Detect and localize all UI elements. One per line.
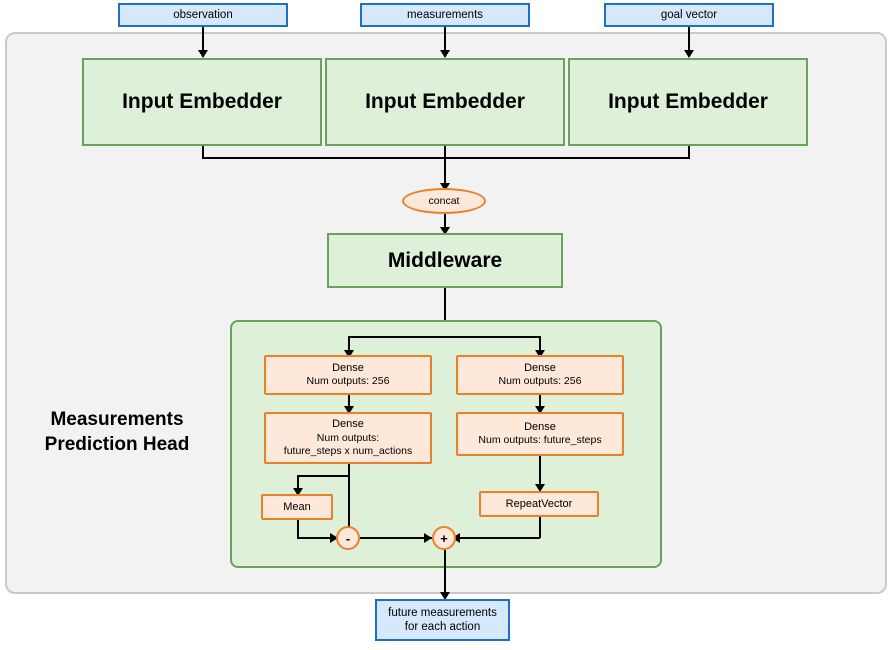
concat-to-middleware bbox=[444, 214, 446, 231]
arrowhead-measurements bbox=[440, 50, 450, 58]
arrowhead-left-dense1 bbox=[344, 350, 354, 358]
head-title: Measurements Prediction Head bbox=[22, 408, 212, 457]
left-dense-actions-title: Dense bbox=[332, 418, 364, 431]
repeat-to-plus bbox=[456, 537, 540, 539]
arrowhead-observation bbox=[198, 50, 208, 58]
left-dense-actions-outputs-value: future_steps x num_actions bbox=[283, 445, 413, 458]
left-dense-actions: Dense Num outputs: future_steps x num_ac… bbox=[264, 412, 432, 464]
input-embedder-1: Input Embedder bbox=[82, 58, 322, 146]
input-box-goal-vector-label: goal vector bbox=[660, 8, 718, 21]
arrowhead-minus-from-mean bbox=[330, 533, 338, 543]
embedder-merge-bar bbox=[202, 157, 690, 159]
right-dense1-to-dense2 bbox=[539, 395, 541, 411]
input-box-observation: observation bbox=[118, 3, 288, 27]
left-mean-branch-h bbox=[297, 475, 348, 477]
left-dense-256-outputs: Num outputs: 256 bbox=[306, 375, 390, 388]
repeat-vector-node: RepeatVector bbox=[479, 491, 599, 517]
output-box: future measurements for each action bbox=[375, 599, 510, 641]
middleware-node: Middleware bbox=[327, 233, 563, 288]
arrowhead-plus-from-repeat bbox=[452, 533, 460, 543]
output-box-line2: for each action bbox=[404, 621, 481, 633]
connector-measurements bbox=[444, 27, 446, 52]
head-title-line1: Measurements bbox=[50, 409, 184, 430]
left-mean-branch-v bbox=[297, 475, 299, 492]
subtract-op-label: - bbox=[345, 530, 351, 546]
left-dense2-down bbox=[348, 464, 350, 537]
head-title-line2: Prediction Head bbox=[44, 433, 190, 455]
right-dense-256-title: Dense bbox=[524, 362, 556, 375]
right-dense-256-outputs: Num outputs: 256 bbox=[498, 375, 582, 388]
embedder1-down bbox=[202, 146, 204, 158]
left-dense-256: Dense Num outputs: 256 bbox=[264, 355, 432, 395]
embedder3-down bbox=[688, 146, 690, 158]
input-box-observation-label: observation bbox=[173, 8, 233, 21]
connector-observation bbox=[202, 27, 204, 52]
input-embedder-3: Input Embedder bbox=[568, 58, 808, 146]
input-box-measurements: measurements bbox=[360, 3, 530, 27]
mean-node: Mean bbox=[261, 494, 333, 520]
arrowhead-middleware bbox=[440, 227, 450, 235]
middleware-label: Middleware bbox=[387, 248, 503, 272]
arrowhead-right-dense2 bbox=[535, 406, 545, 414]
concat-node: concat bbox=[402, 188, 486, 214]
input-box-goal-vector: goal vector bbox=[604, 3, 774, 27]
subtract-op: - bbox=[336, 526, 360, 550]
output-box-line1: future measurements bbox=[388, 606, 497, 619]
head-split-left bbox=[348, 336, 350, 355]
right-dense2-to-repeat bbox=[539, 456, 541, 488]
input-embedder-1-label: Input Embedder bbox=[122, 90, 282, 113]
concat-stem bbox=[444, 146, 446, 187]
add-op-label: + bbox=[440, 530, 448, 546]
concat-label: concat bbox=[428, 195, 460, 207]
head-split-right bbox=[539, 336, 541, 355]
arrowhead-goal-vector bbox=[684, 50, 694, 58]
head-split-bar bbox=[348, 336, 540, 338]
input-embedder-2-label: Input Embedder bbox=[365, 90, 525, 113]
right-dense-future-steps-title: Dense bbox=[524, 421, 556, 434]
arrowhead-output bbox=[440, 592, 450, 600]
mean-down bbox=[297, 520, 299, 538]
repeat-vector-label: RepeatVector bbox=[505, 497, 573, 510]
connector-goal-vector bbox=[688, 27, 690, 52]
left-dense1-to-dense2 bbox=[348, 395, 350, 411]
minus-to-plus bbox=[360, 537, 432, 539]
middleware-stem bbox=[444, 288, 446, 336]
right-dense-future-steps: Dense Num outputs: future_steps bbox=[456, 412, 624, 456]
input-box-measurements-label: measurements bbox=[406, 8, 484, 21]
mean-label: Mean bbox=[283, 500, 311, 513]
left-dense-actions-outputs-label: Num outputs: bbox=[316, 431, 380, 444]
right-dense-256: Dense Num outputs: 256 bbox=[456, 355, 624, 395]
arrowhead-plus-from-minus bbox=[424, 533, 432, 543]
mean-to-minus bbox=[297, 537, 336, 539]
arrowhead-concat bbox=[440, 183, 450, 191]
add-op: + bbox=[432, 526, 456, 550]
arrowhead-mean bbox=[293, 488, 303, 496]
left-dense-256-title: Dense bbox=[332, 362, 364, 375]
arrowhead-right-dense1 bbox=[535, 350, 545, 358]
input-embedder-2: Input Embedder bbox=[325, 58, 565, 146]
input-embedder-3-label: Input Embedder bbox=[608, 90, 768, 113]
right-dense-future-steps-outputs: Num outputs: future_steps bbox=[478, 434, 602, 447]
repeat-down bbox=[539, 517, 541, 538]
plus-to-output bbox=[444, 550, 446, 596]
arrowhead-left-dense2 bbox=[344, 406, 354, 414]
arrowhead-repeatvector bbox=[535, 484, 545, 492]
